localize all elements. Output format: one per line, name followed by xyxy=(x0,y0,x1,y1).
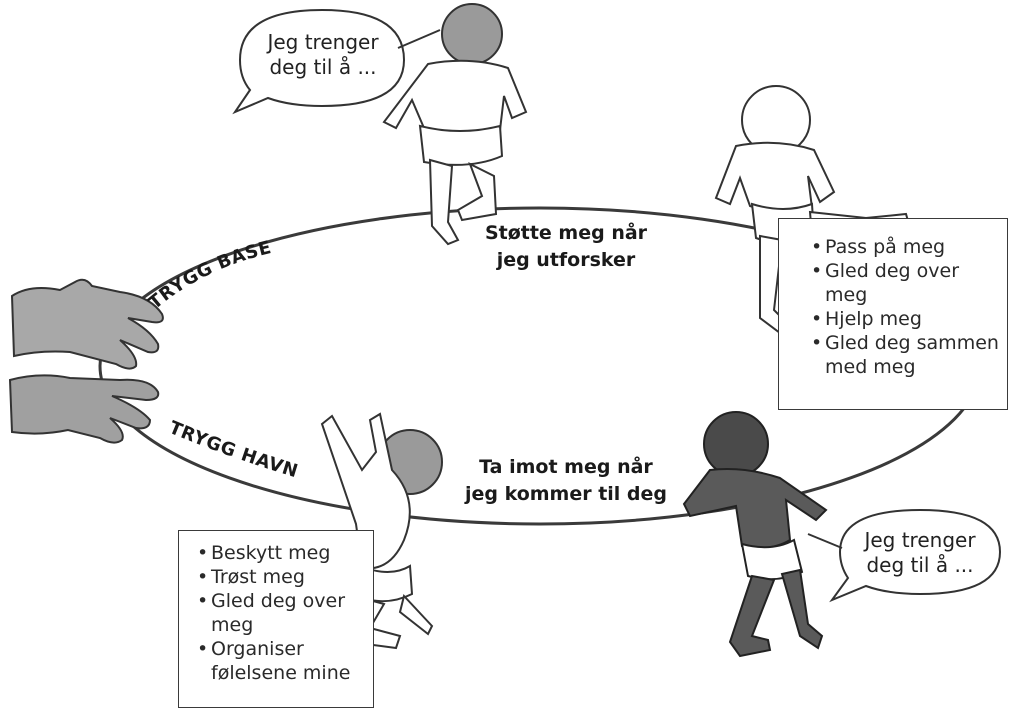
speech-bubble-top-left-text: Jeg trenger deg til å ... xyxy=(250,30,396,80)
bubble-line: deg til å ... xyxy=(866,553,974,577)
child-returning-bottom-right-icon xyxy=(682,411,828,658)
label-line: Ta imot meg når xyxy=(479,456,653,478)
list-item: Trøst meg xyxy=(197,565,367,589)
trygg-base-label: TRYGG BASE xyxy=(145,237,274,314)
speech-bubble-bottom-right xyxy=(807,508,1002,603)
label-line: jeg kommer til deg xyxy=(464,483,668,505)
list-item: Pass på meg xyxy=(811,235,999,259)
label-line: Støtte meg når xyxy=(484,222,648,244)
support-exploration-label: Støtte meg når jeg utforsker xyxy=(466,220,666,274)
child-exploring-top-icon xyxy=(382,3,528,246)
left-needs-box: Beskytt meg Trøst meg Gled deg over meg … xyxy=(178,530,374,708)
bubble-line: Jeg trenger xyxy=(864,528,976,552)
label-line: jeg utforsker xyxy=(496,249,636,271)
bubble-line: deg til å ... xyxy=(269,55,377,79)
right-needs-list: Pass på meg Gled deg over meg Hjelp meg … xyxy=(779,219,1007,379)
list-item: Hjelp meg xyxy=(811,307,999,331)
left-needs-list: Beskytt meg Trøst meg Gled deg over meg … xyxy=(179,531,373,685)
hands-icon xyxy=(8,278,164,444)
welcome-return-label: Ta imot meg når jeg kommer til deg xyxy=(448,454,684,508)
list-item: Organiser følelsene mine xyxy=(197,637,367,685)
trygg-havn-label: TRYGG HAVN xyxy=(166,417,301,482)
list-item: Gled deg sammen med meg xyxy=(811,331,999,379)
list-item: Beskytt meg xyxy=(197,541,367,565)
list-item: Gled deg over meg xyxy=(197,589,367,637)
bubble-line: Jeg trenger xyxy=(267,30,379,54)
speech-bubble-top-left xyxy=(232,8,441,115)
list-item: Gled deg over meg xyxy=(811,259,999,307)
speech-bubble-bottom-right-text: Jeg trenger deg til å ... xyxy=(848,528,992,578)
lower-hand-icon xyxy=(8,374,160,444)
right-needs-box: Pass på meg Gled deg over meg Hjelp meg … xyxy=(778,218,1008,410)
upper-hand-icon xyxy=(10,278,164,370)
